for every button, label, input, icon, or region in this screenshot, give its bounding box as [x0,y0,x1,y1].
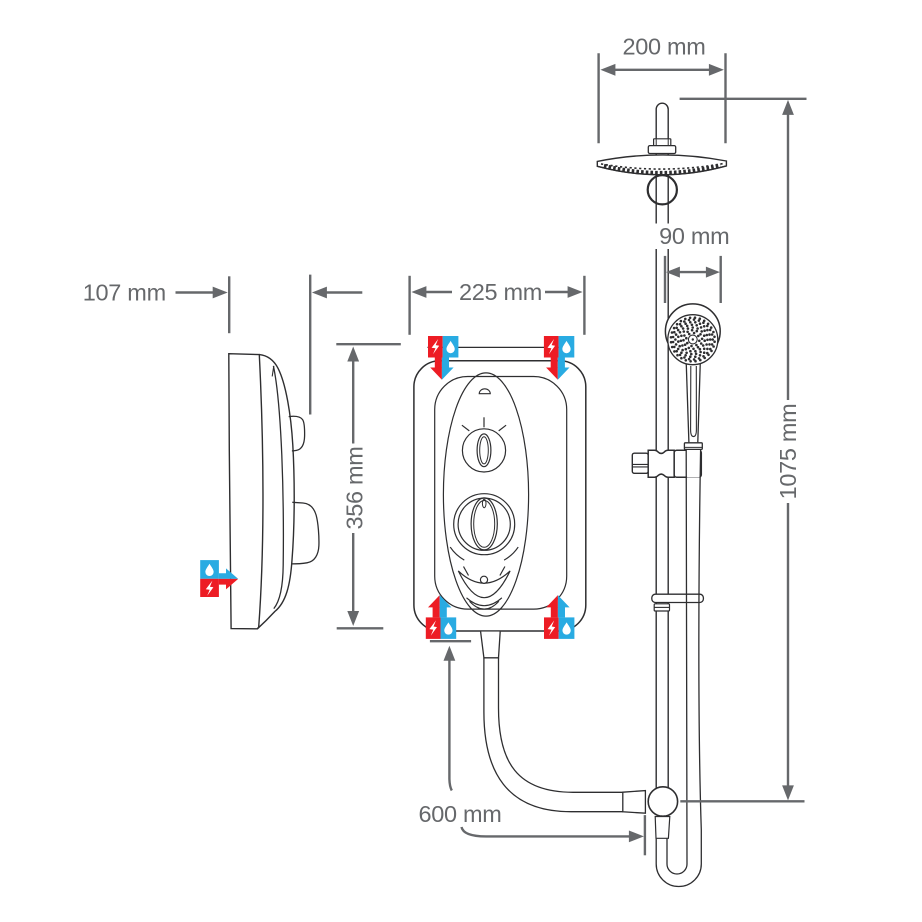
svg-text:107 mm: 107 mm [83,280,166,306]
svg-text:225 mm: 225 mm [459,279,542,305]
svg-text:600 mm: 600 mm [418,801,501,827]
svg-text:1075 mm: 1075 mm [775,404,801,500]
svg-text:90 mm: 90 mm [659,223,729,249]
svg-text:200 mm: 200 mm [622,34,705,60]
svg-text:356 mm: 356 mm [341,446,367,529]
